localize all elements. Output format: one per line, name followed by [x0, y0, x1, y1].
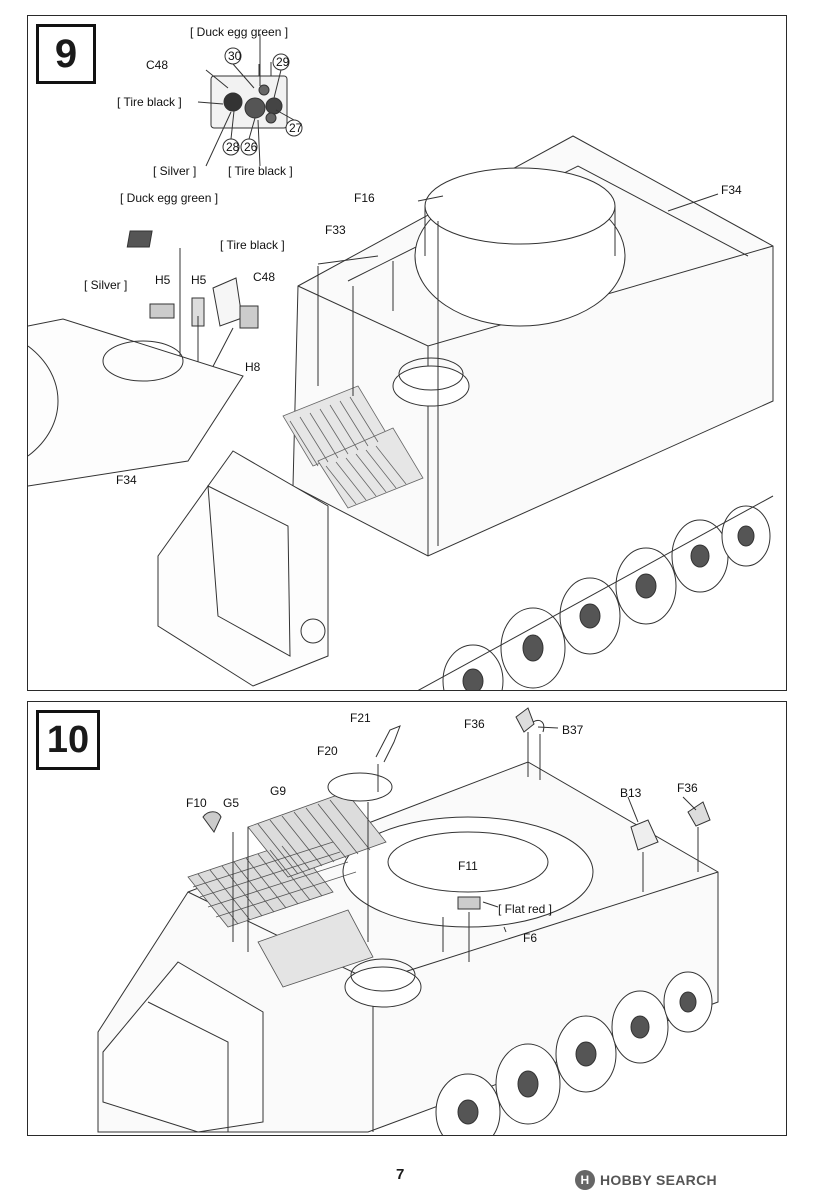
label-h5-b: H5 [191, 273, 207, 287]
label-g5: G5 [223, 796, 239, 810]
callout-26: 26 [244, 140, 258, 154]
label-c48-mid: C48 [253, 270, 275, 284]
step-9-panel: [ Duck egg green ] C48 [ Tire black ] [ … [27, 15, 787, 691]
watermark-text: HOBBY SEARCH [600, 1172, 717, 1188]
label-f6: F6 [523, 931, 537, 945]
step-number-9: 9 [36, 24, 96, 84]
label-f10: F10 [186, 796, 207, 810]
label-f16: F16 [354, 191, 375, 205]
label-g9: G9 [270, 784, 286, 798]
vehicle-hull-step9 [157, 135, 774, 690]
label-silver-left: [ Silver ] [84, 278, 127, 292]
callout-28: 28 [226, 140, 240, 154]
label-f11: F11 [458, 859, 478, 873]
label-tire-black-left: [ Tire black ] [117, 95, 182, 109]
page-number: 7 [396, 1166, 405, 1183]
label-f34-left: F34 [116, 473, 137, 487]
label-flat-red: [ Flat red ] [498, 902, 552, 916]
label-f21: F21 [350, 711, 371, 725]
label-f20: F20 [317, 744, 338, 758]
step-10-illustration: F21 F36 B37 F20 G9 F10 G5 B13 F36 F11 [ … [97, 707, 719, 1135]
label-tire-black-bottom: [ Tire black ] [228, 164, 293, 178]
label-duck-egg-green-top: [ Duck egg green ] [190, 25, 288, 39]
label-silver-bottom: [ Silver ] [153, 164, 196, 178]
step-9-illustration: [ Duck egg green ] C48 [ Tire black ] [ … [28, 25, 774, 690]
label-f34-right: F34 [721, 183, 742, 197]
step-10-panel: F21 F36 B37 F20 G9 F10 G5 B13 F36 F11 [ … [27, 701, 787, 1136]
step-number-10: 10 [36, 710, 100, 770]
label-f33: F33 [325, 223, 346, 237]
label-f36-right: F36 [677, 781, 698, 795]
watermark: H HOBBY SEARCH [575, 1170, 717, 1190]
callout-27: 27 [289, 121, 303, 135]
callout-29: 29 [276, 55, 290, 69]
vehicle-hull-step10 [97, 761, 719, 1135]
label-duck-egg-green-mid: [ Duck egg green ] [120, 191, 218, 205]
label-b13: B13 [620, 786, 642, 800]
callout-30: 30 [228, 49, 242, 63]
label-b37: B37 [562, 723, 584, 737]
label-h8: H8 [245, 360, 261, 374]
label-h5-a: H5 [155, 273, 171, 287]
label-tire-black-mid: [ Tire black ] [220, 238, 285, 252]
label-f36-top: F36 [464, 717, 485, 731]
hobby-search-logo-icon: H [575, 1170, 595, 1190]
label-c48-top: C48 [146, 58, 168, 72]
